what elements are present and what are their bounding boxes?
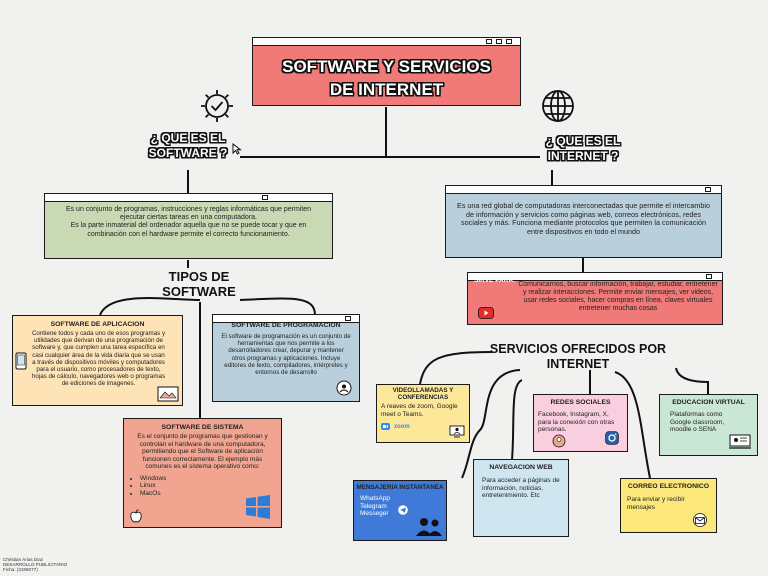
- messaging-app: WhatsApp: [360, 495, 390, 502]
- internet-question: ¿ QUE ES EL INTERNET ?: [545, 134, 621, 163]
- telegram-icon: [398, 505, 408, 515]
- people-group-icon: [552, 434, 566, 448]
- videollamadas-title: VIDEOLLAMADAS Y CONFERENCIAS: [392, 387, 454, 401]
- messaging-app: Telegram: [360, 502, 387, 510]
- software-definition-box: Es un conjunto de programas, instruccion…: [44, 193, 333, 259]
- tipos-de-software-heading: TIPOS DE SOFTWARE: [162, 269, 236, 299]
- apple-icon: [130, 509, 142, 523]
- camera-icon: [381, 423, 390, 430]
- correo-electronico-box: CORREO ELECTRONICO Para enviar y recibir…: [620, 478, 717, 533]
- author-credit: Christian Arias Diaz DESARROLLO PUBLICIT…: [3, 557, 68, 573]
- os-item: Windows: [140, 475, 281, 483]
- windows-icon: [246, 495, 270, 519]
- mail-icon: [693, 513, 707, 527]
- os-item: MacOs: [140, 490, 281, 498]
- educacion-virtual-box: EDUCACION VIRTUAL Plataformas como Googl…: [659, 394, 758, 456]
- os-list: Windows Linux MacOs: [124, 475, 281, 498]
- messaging-app: Messeger: [360, 510, 389, 517]
- mensajeria-box: MENSAJERIA INSTANTANEA WhatsApp Telegram…: [353, 480, 447, 541]
- developer-icon: [336, 380, 352, 396]
- software-sistema-box: SOFTWARE DE SISTEMA Es el conjunto de pr…: [123, 418, 282, 528]
- youtube-icon: [478, 307, 494, 319]
- gear-check-icon: [201, 90, 233, 122]
- videollamadas-text: A reaves de zoom, Google meet o Teams.: [381, 403, 458, 418]
- internet-definition-text: Es una red global de computadoras interc…: [457, 201, 710, 236]
- video-call-icon: [449, 425, 465, 438]
- correo-electronico-text: Para enviar y recibir mensajes: [627, 496, 685, 511]
- software-programacion-box: SOFTWARE DE PROGRAMACION El software de …: [212, 314, 360, 402]
- internet-definition-box: Es una red global de computadoras interc…: [445, 185, 722, 258]
- software-sistema-title: SOFTWARE DE SISTEMA: [161, 424, 244, 431]
- title-box-bar: [253, 38, 520, 46]
- software-aplicacion-box: SOFTWARE DE APLICACION Contiene todos y …: [12, 315, 183, 406]
- image-editor-icon: [157, 386, 179, 402]
- main-title: SOFTWARE Y SERVICIOS DE INTERNET: [282, 57, 491, 99]
- chat-users-icon: [416, 518, 442, 536]
- software-programacion-text: El software de programación es un conjun…: [221, 333, 351, 377]
- software-aplicacion-text: Contiene todos y cada uno de esos progra…: [31, 330, 166, 388]
- navegacion-web-box: NAVEGACION WEB Para acceder a páginas de…: [473, 459, 569, 537]
- software-aplicacion-title: SOFTWARE DE APLICACION: [50, 321, 145, 328]
- instagram-icon: [605, 431, 619, 445]
- sirve-para-label: SIRVE PARA:: [474, 277, 516, 284]
- zoom-logo: zoom: [394, 424, 410, 430]
- os-item: Linux: [140, 482, 281, 490]
- mensajeria-list: WhatsApp Telegram Messeger: [354, 491, 446, 518]
- educacion-virtual-title: EDUCACION VIRTUAL: [672, 399, 745, 406]
- redes-sociales-text: Facebook, Instagram, X, para la conexión…: [538, 411, 615, 433]
- main-title-box: [252, 37, 521, 106]
- redes-sociales-title: REDES SOCIALES: [550, 399, 611, 406]
- navegacion-web-text: Para acceder a páginas de información, n…: [482, 477, 560, 499]
- navegacion-web-title: NAVEGACION WEB: [489, 464, 553, 471]
- videollamadas-box: VIDEOLLAMADAS Y CONFERENCIAS A reaves de…: [376, 384, 470, 443]
- online-class-icon: [729, 434, 751, 449]
- globe-icon: [542, 90, 574, 122]
- software-question: ¿ QUE ES EL SOFTWARE ?: [148, 131, 228, 160]
- software-definition-text: Es un conjunto de programas, instruccion…: [65, 206, 312, 238]
- cursor-icon: [232, 143, 242, 155]
- phone-icon: [15, 352, 27, 370]
- sirve-para-box: SIRVE PARA: Comunicarnos, buscar informa…: [467, 272, 723, 325]
- servicios-heading: SERVICIOS OFRECIDOS POR INTERNET: [489, 342, 667, 371]
- sirve-para-text: Comunicarnos, buscar información, trabaj…: [518, 281, 718, 312]
- correo-electronico-title: CORREO ELECTRONICO: [627, 483, 710, 490]
- software-programacion-title: SOFTWARE DE PROGRAMACION: [231, 322, 341, 329]
- educacion-virtual-text: Plataformas como Google classroom, moodl…: [670, 411, 725, 433]
- redes-sociales-box: REDES SOCIALES Facebook, Instagram, X, p…: [533, 394, 628, 452]
- mensajeria-title: MENSAJERIA INSTANTANEA: [356, 484, 444, 491]
- software-sistema-text: Es el conjunto de programas que gestiona…: [137, 433, 268, 470]
